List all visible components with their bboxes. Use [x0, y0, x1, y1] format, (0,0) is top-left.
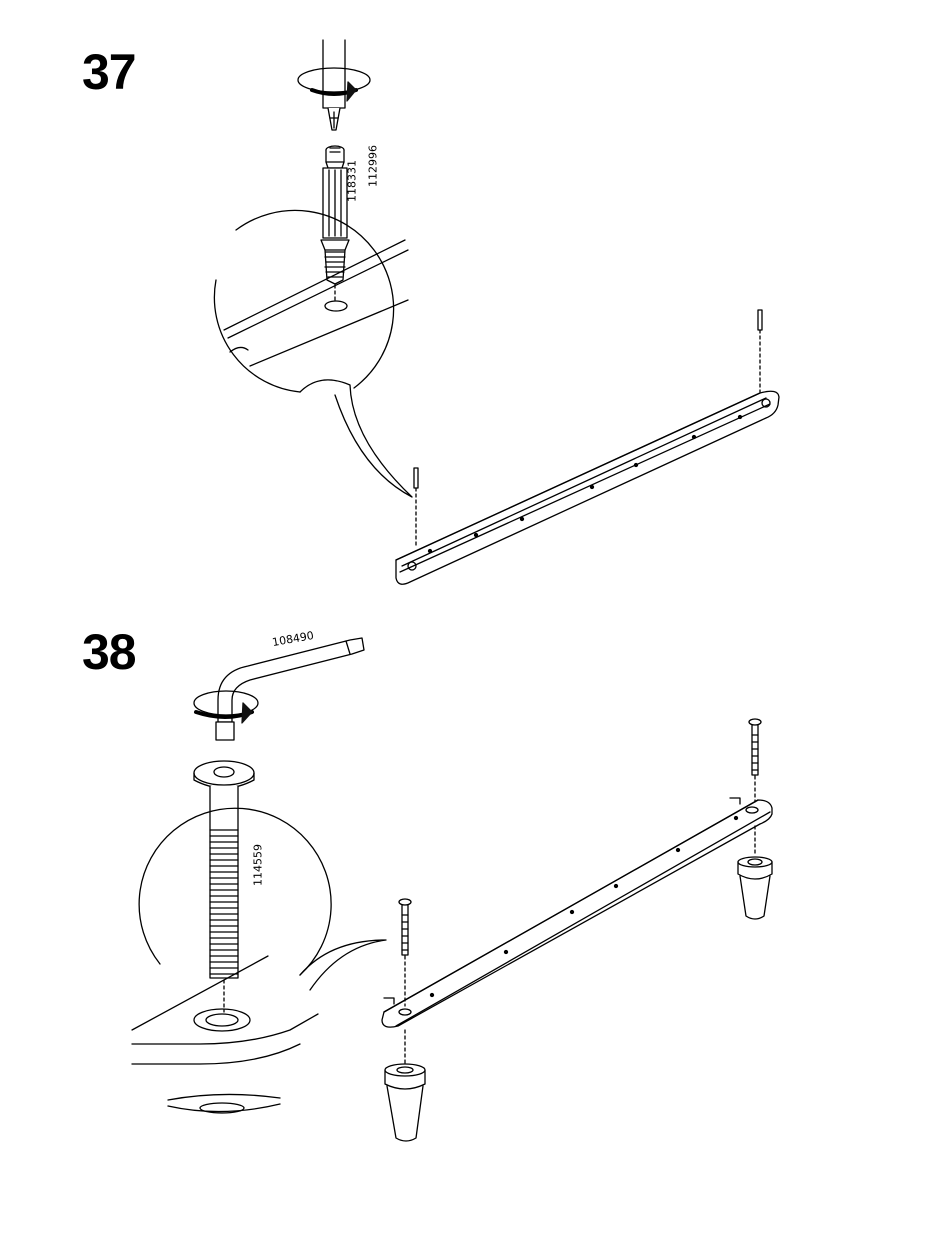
rail-icon	[382, 719, 772, 1027]
bolt-icon	[194, 761, 254, 1012]
detail-magnifier	[132, 808, 386, 1113]
allen-key-icon	[216, 638, 364, 740]
